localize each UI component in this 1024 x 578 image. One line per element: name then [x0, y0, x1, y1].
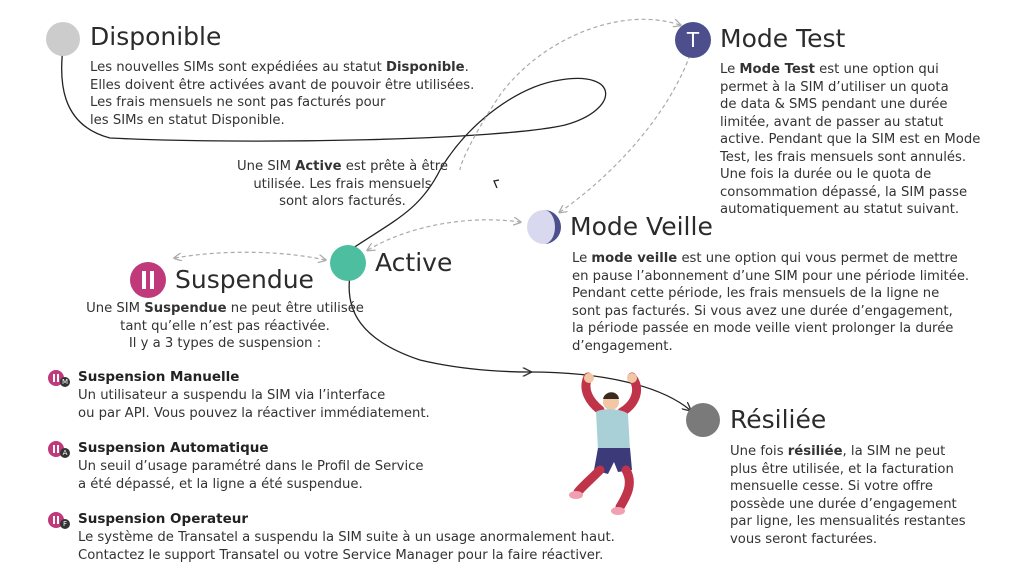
- suspension-text: Un seuil d’usage paramétré dans le Profi…: [78, 459, 424, 492]
- active-title: Active: [375, 248, 453, 277]
- flow-active-to-resiliee: [348, 274, 530, 372]
- suspension-text: Un utilisateur a suspendu la SIM via l’i…: [78, 388, 430, 421]
- suspension-text: Le système de Transatel a suspendu la SI…: [78, 530, 615, 563]
- flow-modetest-to-veille: [560, 54, 691, 212]
- flow-active-suspendue: [175, 251, 325, 260]
- flow-disponible-to-active: [60, 39, 607, 251]
- suspension-badge: A: [60, 448, 70, 458]
- flow-active-veille: [368, 220, 520, 250]
- suspension-badge: F: [60, 519, 70, 529]
- suspension-title: Suspension Manuelle: [78, 369, 240, 385]
- active-status-dot: [330, 245, 366, 281]
- suspension-badge: M: [60, 377, 70, 387]
- disponible-description: Les nouvelles SIMs sont expédiées au sta…: [90, 60, 475, 128]
- suspension-title: Suspension Automatique: [78, 440, 269, 456]
- mode-veille-title: Mode Veille: [570, 212, 713, 241]
- flow-modetest-to-active: [459, 18, 680, 171]
- resiliee-title: Résiliée: [730, 405, 827, 434]
- mode-test-icon: T: [675, 22, 711, 58]
- mode-veille-description: Le mode veille est une option qui vous p…: [572, 251, 970, 354]
- pause-icon: [130, 262, 166, 298]
- half-moon-icon: [527, 210, 561, 244]
- disponible-title: Disponible: [90, 22, 222, 51]
- suspendue-title: Suspendue: [175, 265, 314, 294]
- suspendue-description: Une SIM Suspendue ne peut être utilisée …: [86, 301, 364, 351]
- mode-test-title: Mode Test: [720, 24, 846, 53]
- jumping-person-illustration: [569, 372, 642, 515]
- disponible-status-dot: [46, 22, 80, 56]
- resiliee-description: Une fois résiliée, la SIM ne peut plus ê…: [730, 444, 966, 547]
- suspension-title: Suspension Operateur: [78, 511, 248, 527]
- mode-test-description: Le Mode Test est une option qui permet à…: [720, 62, 981, 217]
- active-note: Une SIM Active est prête à être utilisée…: [237, 159, 448, 209]
- resiliee-status-dot: [686, 403, 720, 437]
